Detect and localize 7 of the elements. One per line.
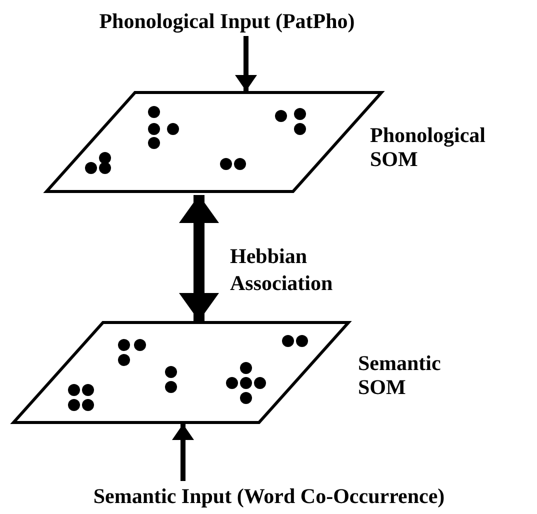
layer-label: Semantic SOM (358, 351, 442, 399)
input-label: Semantic Input (Word Co-Occurrence) (26, 483, 512, 509)
arrow (179, 195, 219, 321)
layer-label: Phonological SOM (370, 123, 487, 171)
arrow (172, 424, 194, 481)
input-label: Phonological Input (PatPho) (84, 8, 370, 34)
arrow (235, 36, 257, 91)
